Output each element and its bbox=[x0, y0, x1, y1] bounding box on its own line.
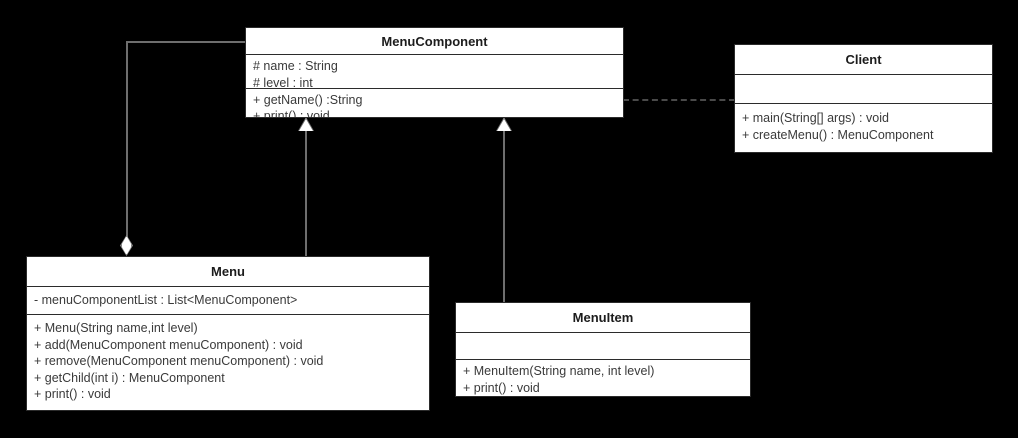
class-name-menucomponent: MenuComponent bbox=[381, 33, 488, 49]
operation-row: + print() : void bbox=[463, 380, 540, 395]
class-box-menucomponent[interactable]: MenuComponent # name : String # level : … bbox=[245, 27, 624, 118]
operation-row: + getName() :String bbox=[253, 92, 363, 107]
compartment-divider bbox=[735, 74, 992, 75]
class-box-client[interactable]: Client + main(String[] args) : void + cr… bbox=[734, 44, 993, 153]
attributes-compartment-client bbox=[735, 75, 992, 103]
operation-row: + remove(MenuComponent menuComponent) : … bbox=[34, 354, 324, 368]
operations-compartment-client: + main(String[] args) : void + createMen… bbox=[735, 104, 992, 152]
operation-row: + Menu(String name,int level) bbox=[34, 321, 198, 335]
compartment-divider bbox=[735, 103, 992, 104]
compartment-divider bbox=[246, 54, 623, 56]
class-name-menu: Menu bbox=[211, 264, 245, 279]
class-name-client: Client bbox=[845, 52, 882, 67]
operations-compartment-menucomponent: + getName() :String + print() : void bbox=[246, 89, 623, 117]
composition-diamond-marker bbox=[121, 236, 132, 255]
operation-row: + print() : void bbox=[253, 109, 330, 117]
operation-row: + getChild(int i) : MenuComponent bbox=[34, 370, 225, 385]
operation-row: + main(String[] args) : void bbox=[742, 111, 889, 125]
operation-row: + MenuItem(String name, int level) bbox=[463, 364, 655, 379]
attribute-row: # level : int bbox=[253, 75, 313, 88]
operations-compartment-menu: + Menu(String name,int level) + add(Menu… bbox=[27, 315, 429, 410]
compartment-divider bbox=[456, 359, 750, 361]
attributes-compartment-menu: - menuComponentList : List<MenuComponent… bbox=[27, 287, 429, 314]
dependency-client-menucomponent bbox=[623, 99, 735, 101]
class-box-menuitem[interactable]: MenuItem + MenuItem(String name, int lev… bbox=[455, 302, 751, 397]
compartment-divider bbox=[27, 286, 429, 287]
generalization-menu-line bbox=[305, 118, 307, 257]
generalization-menuitem-line bbox=[503, 118, 505, 303]
operations-compartment-menuitem: + MenuItem(String name, int level) + pri… bbox=[456, 360, 750, 396]
attributes-compartment-menucomponent: # name : String # level : int bbox=[246, 55, 623, 87]
compartment-divider bbox=[246, 87, 623, 89]
generalization-menuitem-arrowhead bbox=[497, 119, 511, 131]
operation-row: + createMenu() : MenuComponent bbox=[742, 127, 934, 142]
attribute-row: - menuComponentList : List<MenuComponent… bbox=[34, 293, 298, 307]
attribute-row: # name : String bbox=[253, 59, 338, 74]
class-box-menu[interactable]: Menu - menuComponentList : List<MenuComp… bbox=[26, 256, 430, 411]
compartment-divider bbox=[27, 314, 429, 315]
composition-segment-vertical bbox=[126, 41, 128, 241]
class-name-menuitem: MenuItem bbox=[572, 309, 634, 325]
operation-row: + print() : void bbox=[34, 387, 111, 401]
composition-segment-horizontal bbox=[126, 41, 248, 43]
generalization-menu-arrowhead bbox=[299, 119, 313, 131]
attributes-compartment-menuitem bbox=[456, 333, 750, 360]
compartment-divider bbox=[456, 331, 750, 333]
operation-row: + add(MenuComponent menuComponent) : voi… bbox=[34, 337, 303, 352]
